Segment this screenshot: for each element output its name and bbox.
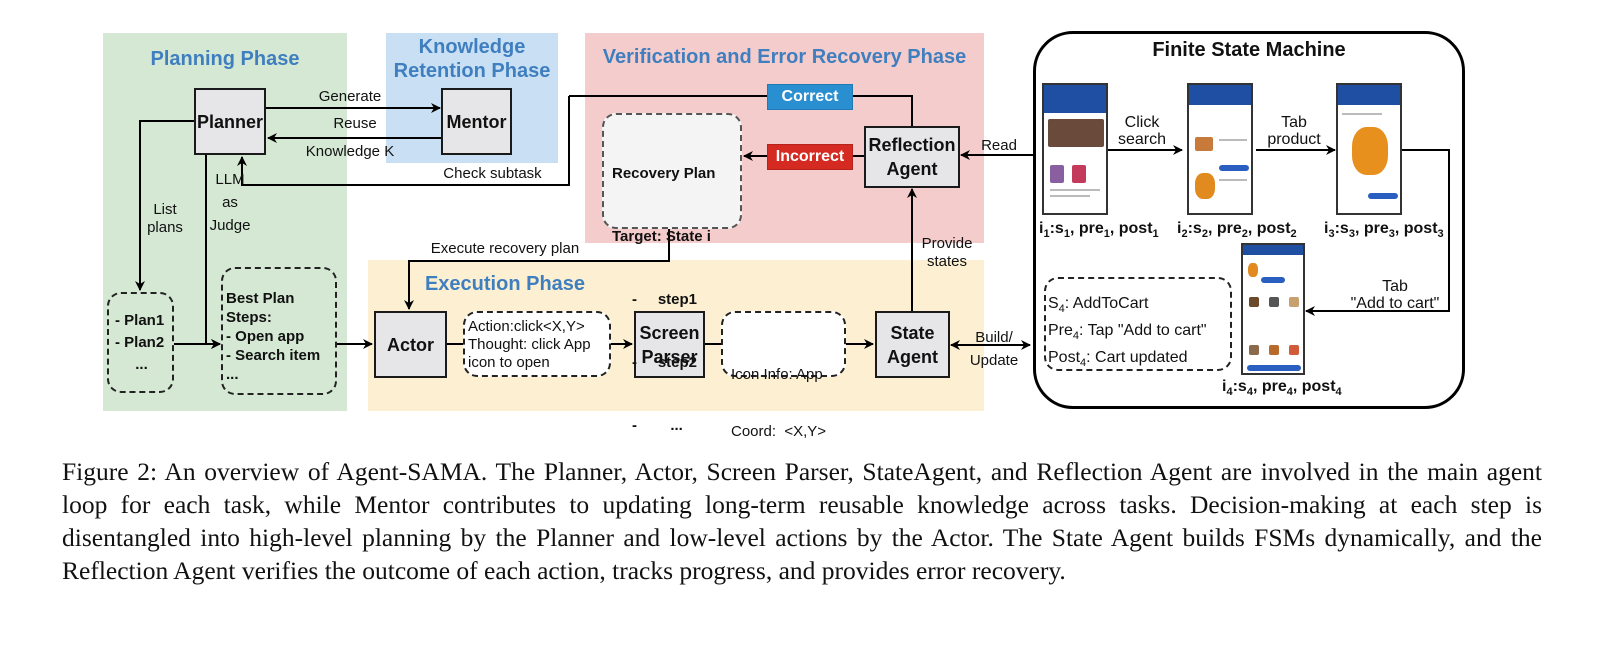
label-provide-states: Provide states — [921, 235, 973, 270]
best-plan-line: Steps: — [226, 309, 272, 326]
recovery-plan-step: - step2 — [632, 354, 698, 371]
best-plan-box: Best Plan Steps: - Open app - Search ite… — [221, 267, 337, 395]
fsm-label-click-search: Click search — [1117, 114, 1167, 148]
fsm-state-4-screenshot — [1241, 243, 1305, 375]
fsm-state-1-screenshot — [1042, 83, 1108, 215]
state-name-line: S4: AddToCart — [1048, 295, 1149, 316]
recovery-plan-title: Recovery Plan — [612, 165, 716, 182]
best-plan-line: - Open app — [226, 328, 305, 345]
figure-caption: Figure 2: An overview of Agent-SAMA. The… — [62, 457, 1542, 585]
thought-line: icon to open — [468, 354, 550, 371]
hero-image — [1048, 119, 1104, 147]
action-box: Action:click<X,Y> Thought: click App ico… — [463, 311, 611, 377]
knowledge-phase-title: Knowledge Retention Phase — [393, 36, 551, 82]
state-agent-node: State Agent — [875, 311, 950, 378]
label-build-update: Build/ Update — [969, 329, 1019, 369]
fsm-state-1-label: i1:s1, pre1, post1 — [1039, 220, 1159, 241]
label-list-plans: List plans — [147, 201, 183, 236]
icon-info-box: Icon Info: App Coord: <X,Y> — [721, 311, 846, 440]
thought-line: Thought: click App — [468, 336, 591, 353]
fsm-state-2-screenshot — [1187, 83, 1253, 215]
jar-image — [1352, 127, 1388, 175]
edge-execute-recovery — [404, 228, 670, 310]
product-thumb — [1050, 165, 1064, 183]
plans-list-box: - Plan1 - Plan2 ... — [107, 292, 174, 393]
label-reuse: Reuse — [333, 115, 377, 132]
edge-correct — [569, 95, 913, 126]
coord-line: Coord: <X,Y> — [731, 423, 827, 440]
edge-check-subtask — [237, 96, 570, 186]
actor-node: Actor — [374, 311, 447, 378]
product-thumb — [1072, 165, 1086, 183]
jar-thumb — [1195, 173, 1215, 199]
product-thumb — [1289, 345, 1299, 355]
fsm-state-4-label: i4:s4, pre4, post4 — [1222, 378, 1342, 399]
label-read: Read — [981, 137, 1017, 154]
incorrect-badge: Incorrect — [767, 144, 853, 170]
label-knowledge-k: Knowledge K — [305, 143, 395, 160]
edge-list-plans — [135, 120, 195, 291]
planning-phase-title: Planning Phase — [150, 48, 300, 70]
recovery-plan-step: - step1 — [632, 291, 698, 308]
recovery-plan-target: Target: State i — [612, 228, 711, 245]
fsm-state-3-label: i3:s3, pre3, post3 — [1324, 220, 1444, 241]
fsm-title: Finite State Machine — [1152, 39, 1346, 61]
label-check-subtask: Check subtask — [443, 165, 542, 182]
reflection-agent-node: Reflection Agent — [864, 126, 960, 188]
verification-phase-title: Verification and Error Recovery Phase — [602, 46, 967, 68]
best-plan-line: ... — [226, 366, 239, 383]
correct-badge: Correct — [767, 84, 853, 110]
fsm-label-tab-product: Tab product — [1267, 114, 1321, 148]
fsm-label-add-to-cart: Tab "Add to cart" — [1350, 278, 1440, 312]
planner-node: Planner — [194, 88, 266, 155]
fsm-state-2-label: i2:s2, pre2, post2 — [1177, 220, 1297, 241]
screen-parser-node: Screen Parser — [634, 311, 705, 378]
best-plan-line: - Search item — [226, 347, 321, 364]
postcondition-line: Post4: Cart updated — [1048, 349, 1188, 370]
fsm-edge-add-to-cart — [1305, 149, 1450, 316]
recovery-plan-box: Recovery Plan Target: State i - step1 - … — [602, 113, 742, 434]
jar-thumb — [1248, 263, 1258, 277]
precondition-line: Pre4: Tap "Add to cart" — [1048, 322, 1207, 343]
label-generate: Generate — [318, 88, 382, 105]
product-thumb — [1289, 297, 1299, 307]
product-thumb — [1269, 297, 1279, 307]
product-thumb — [1269, 345, 1279, 355]
plan-item: - Plan2 — [115, 334, 165, 351]
plan-item: - Plan1 — [115, 312, 165, 329]
recovery-plan-step: - ... — [632, 417, 683, 434]
execution-phase-title: Execution Phase — [424, 273, 586, 295]
product-thumb — [1195, 137, 1213, 151]
fsm-state-3-screenshot — [1336, 83, 1402, 215]
best-plan-line: Best Plan — [226, 290, 295, 307]
mentor-node: Mentor — [441, 88, 512, 155]
product-thumb — [1249, 345, 1259, 355]
label-execute-recovery: Execute recovery plan — [430, 240, 580, 257]
action-line: Action:click<X,Y> — [468, 318, 585, 335]
label-llm-as-judge: LLM as Judge — [209, 171, 251, 234]
icon-info-line: Icon Info: App — [731, 366, 823, 383]
plan-item: ... — [135, 356, 148, 373]
product-thumb — [1249, 297, 1259, 307]
fsm-state-detail-box: S4: AddToCart Pre4: Tap "Add to cart" Po… — [1044, 277, 1232, 371]
